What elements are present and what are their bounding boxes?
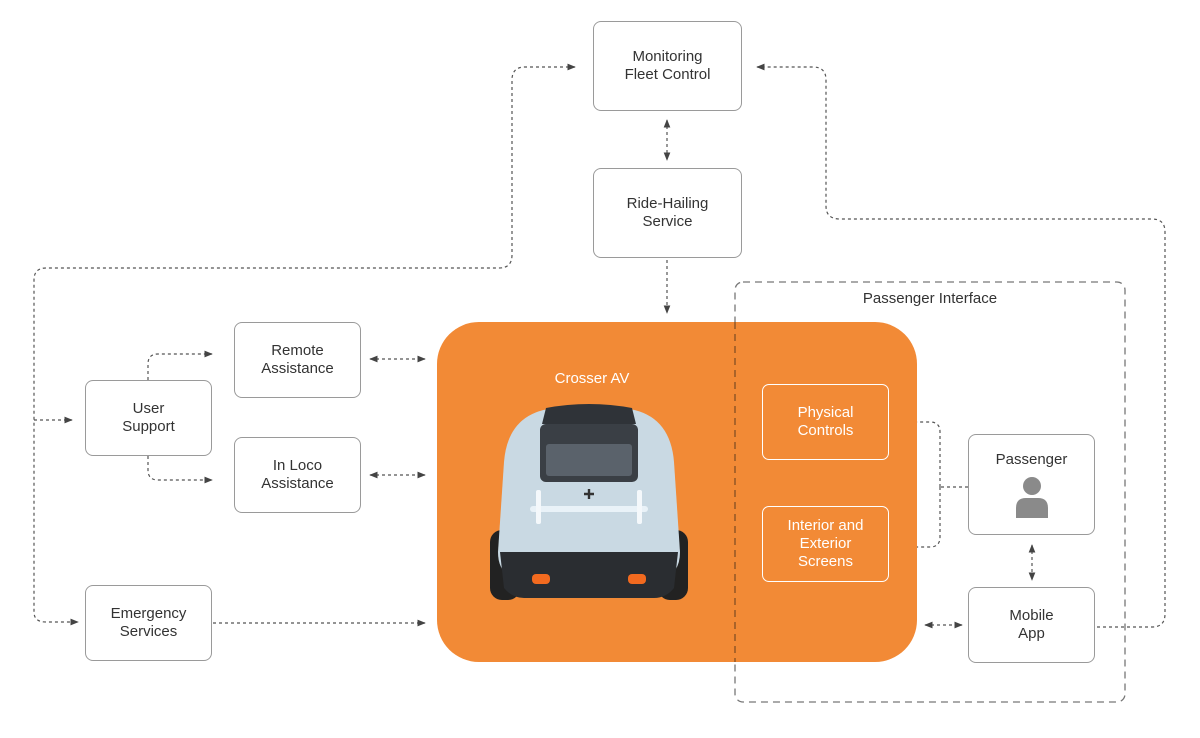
physical-controls-label: Physical Controls — [797, 404, 854, 439]
physical-controls-node: Physical Controls — [762, 384, 889, 460]
person-icon — [1016, 477, 1048, 518]
emergency-services-node: Emergency Services — [85, 585, 212, 661]
interior-exterior-screens-node: Interior and Exterior Screens — [762, 506, 889, 582]
passenger-interface-frame — [734, 281, 1126, 703]
passenger-label: Passenger — [995, 451, 1068, 468]
mobile-app-label: Mobile App — [1009, 607, 1054, 642]
in-loco-assistance-node: In Loco Assistance — [234, 437, 361, 513]
in-loco-label: In Loco Assistance — [261, 457, 334, 492]
link-passenger-controls — [897, 418, 941, 487]
ride-hailing-service-node: Ride-Hailing Service — [593, 168, 742, 258]
link-usersupport-inloco — [147, 456, 213, 484]
passenger-interface-label: Passenger Interface — [862, 290, 998, 307]
monitoring-fleet-control-node: Monitoring Fleet Control — [593, 21, 742, 111]
user-support-label: User Support — [122, 400, 175, 435]
ride-hailing-label: Ride-Hailing Service — [626, 195, 709, 230]
link-loop-monitoring — [33, 63, 576, 626]
emergency-label: Emergency Services — [110, 605, 187, 640]
screens-label: Interior and Exterior Screens — [787, 517, 864, 570]
crosser-av-title: Crosser AV — [554, 370, 630, 387]
remote-assistance-node: Remote Assistance — [234, 322, 361, 398]
monitoring-label: Monitoring Fleet Control — [624, 48, 711, 83]
link-passenger-screens — [897, 487, 941, 551]
user-support-node: User Support — [85, 380, 212, 456]
link-usersupport-remote — [147, 350, 213, 380]
autonomous-vehicle-icon — [490, 404, 688, 600]
remote-assistance-label: Remote Assistance — [261, 342, 334, 377]
mobile-app-node: Mobile App — [968, 587, 1095, 663]
